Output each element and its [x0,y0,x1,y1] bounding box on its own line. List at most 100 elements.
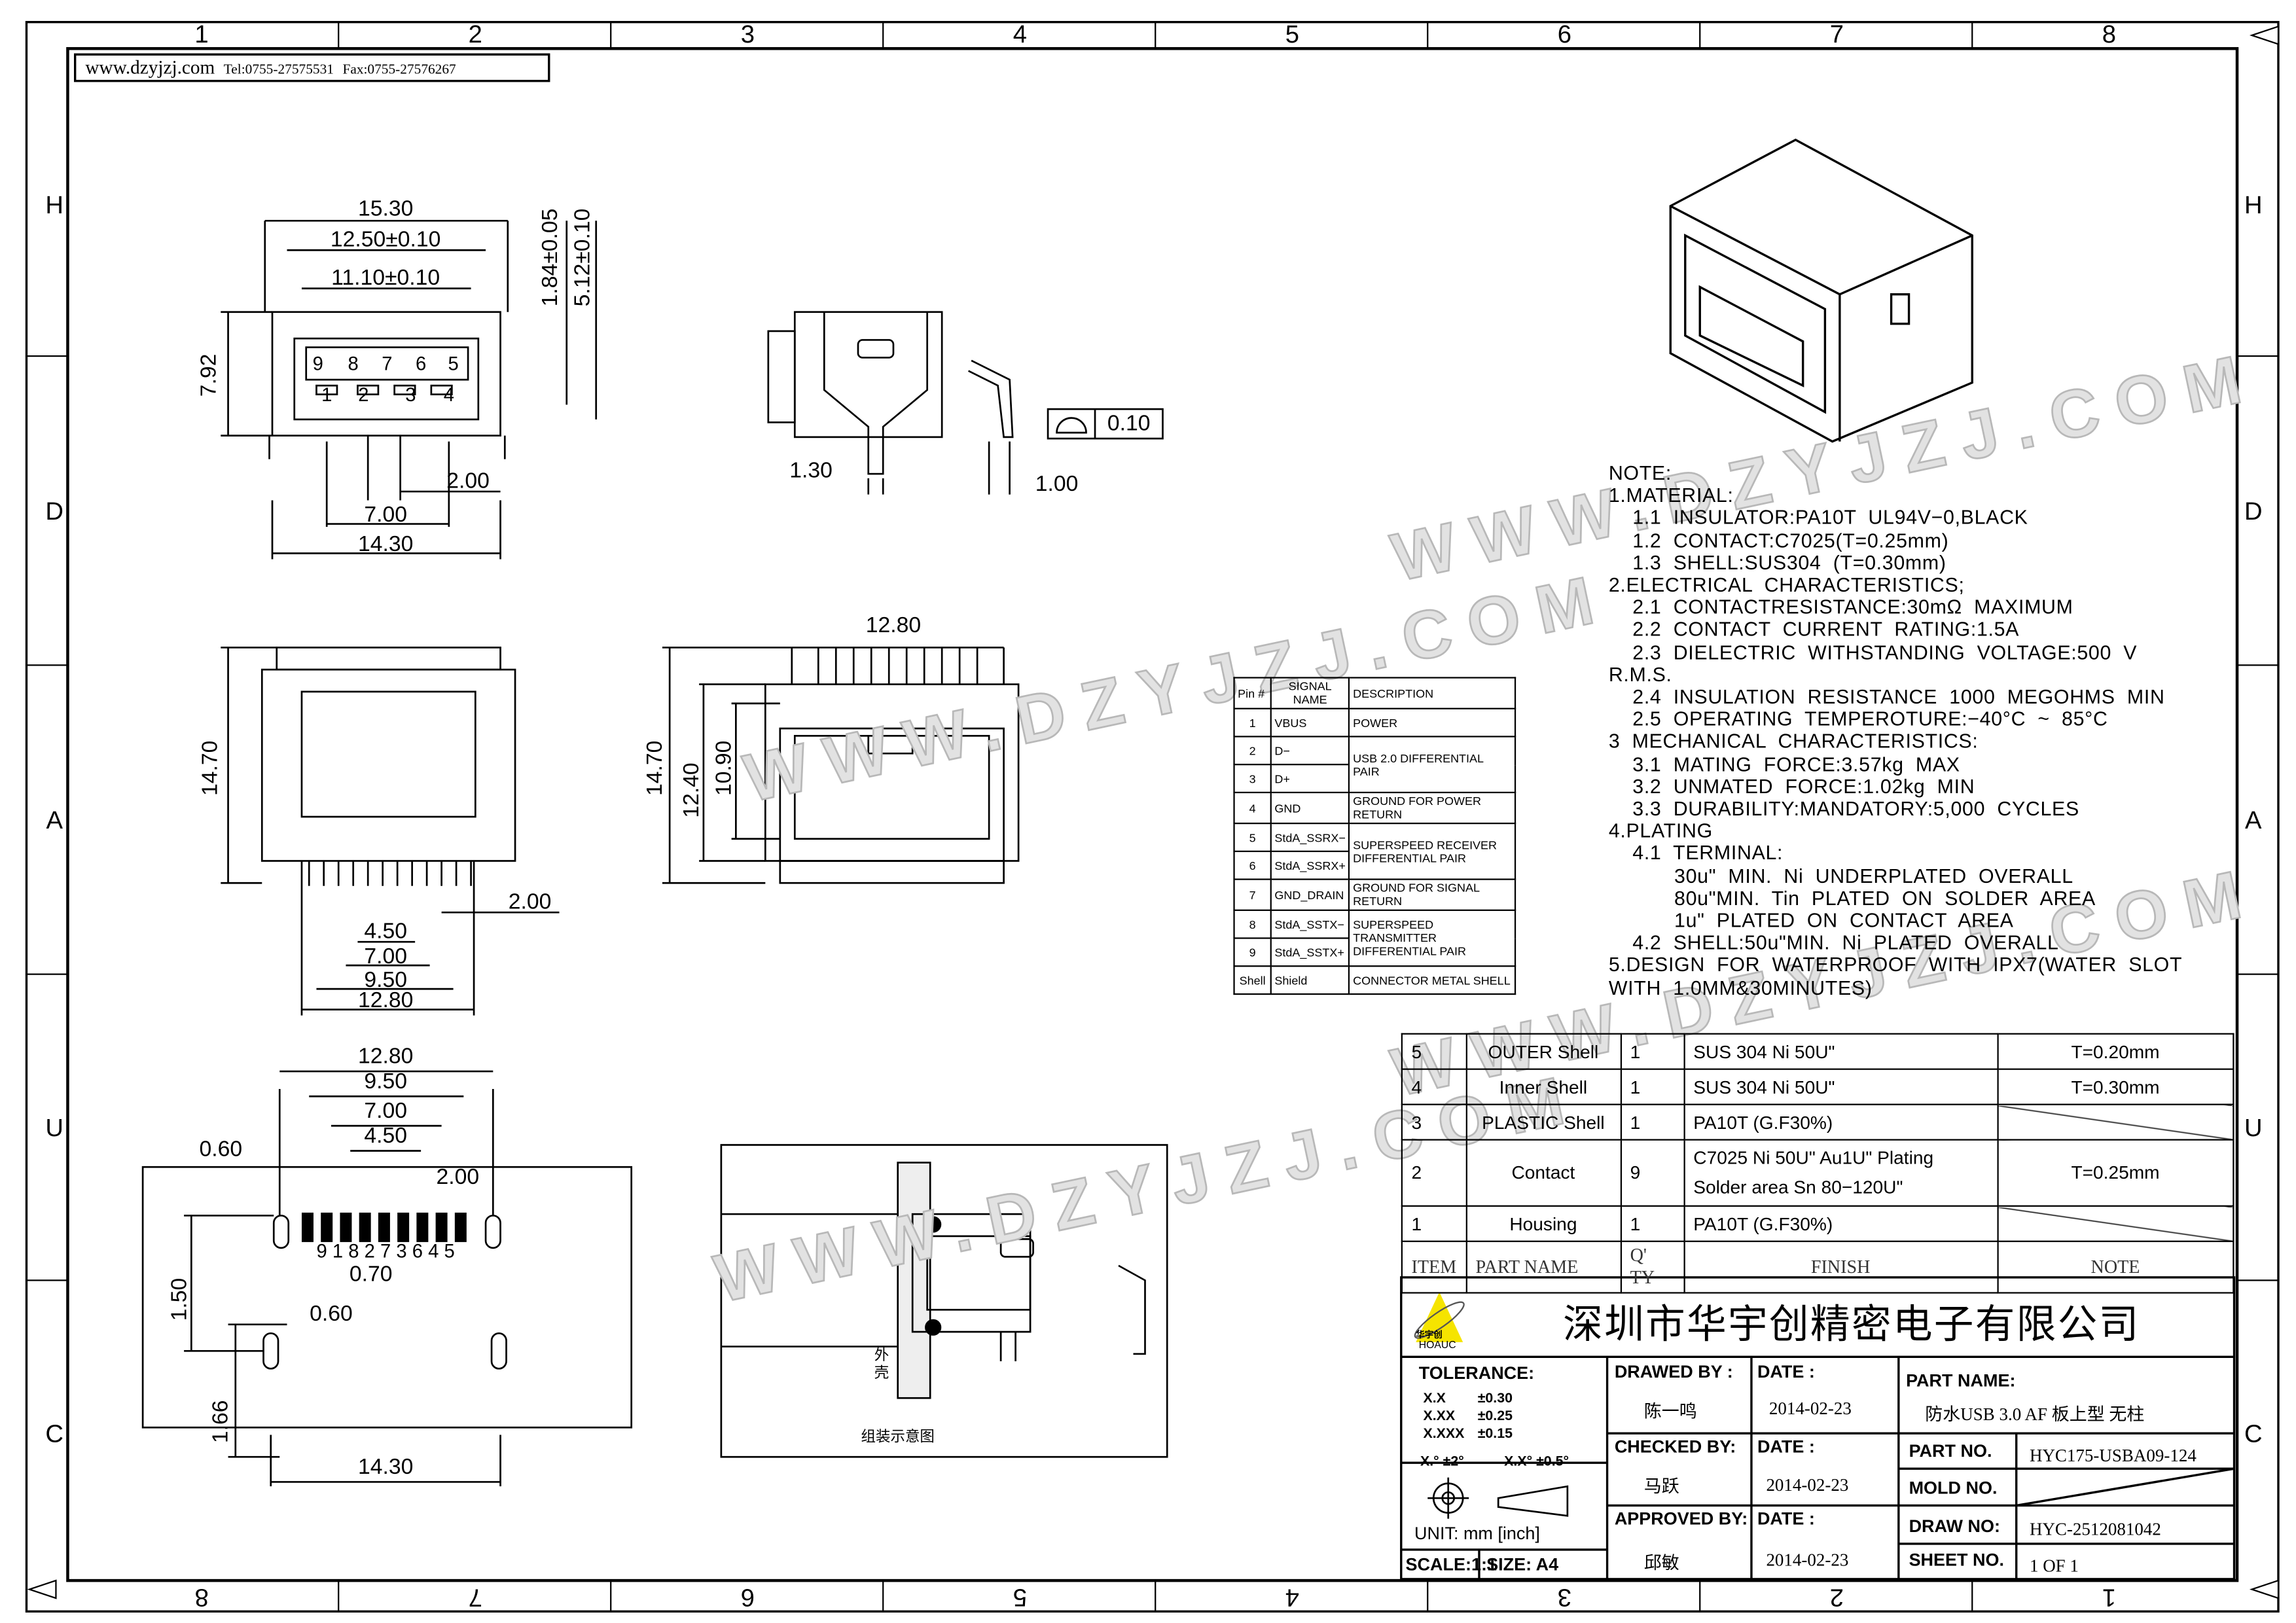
note-line: 3 MECHANICAL CHARACTERISTICS: [1608,730,1979,753]
cell: Shield [1270,965,1350,995]
cell: 1 [1619,1068,1685,1105]
note-line: R.M.S. [1608,663,1672,686]
tol-val: ±0.30 [1477,1391,1513,1407]
cell: GROUND FOR SIGNAL RETURN [1348,878,1516,911]
website-link[interactable]: www.dzyjzj.com [85,56,215,79]
dimension: 12.50±0.10 [330,227,441,253]
note-line: 2.1 CONTACTRESISTANCE:30mΩ MAXIMUM [1608,596,2073,618]
zone-row: H [45,191,64,220]
cell [1996,1205,2234,1242]
rear-view [662,647,1020,884]
cell: 4 [1401,1068,1467,1105]
cell: 3 [1233,764,1272,794]
note-line: 2.3 DIELECTRIC WITHSTANDING VOLTAGE:500 … [1608,641,2138,664]
header-cell: Pin # [1233,677,1272,709]
dimension: 12.80 [865,613,922,638]
cell: StdA_SSRX− [1270,823,1350,852]
projection-symbol [1427,1477,1569,1519]
cell: 9 [1619,1139,1685,1207]
cell: 2 [1233,736,1272,766]
notes: NOTE:1.MATERIAL: 1.1 INSULATOR:PA10T UL9… [1609,462,2182,999]
note-line: 2.ELECTRICAL CHARACTERISTICS; [1608,574,1965,596]
note-line: 4.2 SHELL:50u"MIN. Ni PLATED OVERALL [1608,932,2059,954]
dimension: 1.30 [789,458,833,484]
sheet-no-label: SHEET NO. [1909,1549,2005,1571]
dimension: 11.10±0.10 [331,265,440,291]
cell: StdA_SSRX+ [1270,850,1350,880]
note-line: 3.2 UNMATED FORCE:1.02kg MIN [1608,775,1975,798]
note-line: 5.DESIGN FOR WATERPROOF WITH IPX7(WATER … [1608,954,2183,976]
tol-key: X.XX [1423,1408,1456,1425]
dimension: 7.00 [364,1098,407,1124]
cell: 1 [1619,1103,1685,1141]
cell: T=0.30mm [1996,1068,2234,1105]
note-line: 2.4 INSULATION RESISTANCE 1000 MEGOHMS M… [1608,685,2165,708]
drawed-by-label: DRAWED BY : [1614,1361,1733,1382]
header-contact: www.dzyjzj.com Tel:0755-27575531 Fax:075… [85,56,456,79]
cell: 1 [1619,1205,1685,1242]
dimension: 1.00 [1035,471,1079,497]
part-no-label: PART NO. [1909,1440,1992,1461]
dimension: 7.00 [364,502,407,528]
date-label: DATE : [1757,1508,1815,1529]
zone-col: 2 [468,20,482,49]
dimension: 12.40 [679,762,705,818]
cell: CONNECTOR METAL SHELL [1348,965,1516,995]
zone-col: 4 [1013,20,1027,49]
note-line: NOTE: [1608,462,1672,484]
zone-row: U [45,1114,64,1142]
zone-col: 3 [740,20,755,49]
tol-val: ±0.25 [1477,1408,1513,1425]
pin-number: 5 [448,352,459,375]
approved-by: 邱敏 [1643,1552,1679,1573]
cell: GND [1270,791,1350,825]
cell: 1 [1233,707,1272,738]
front-view [221,219,598,560]
dimension: 1.66 [208,1400,234,1444]
cell: StdA_SSTX+ [1270,937,1350,967]
dimension: 14.30 [357,531,414,558]
flatness-tolerance: 0.10 [1107,411,1151,437]
dimension: 1.84±0.05 [537,208,564,307]
header-cell: ITEM [1401,1240,1467,1294]
cell: T=0.20mm [1996,1033,2234,1070]
note-line: 80u"MIN. Tin PLATED ON SOLDER AREA [1608,887,2096,910]
cell: SUPERSPEED TRANSMITTER DIFFERENTIAL PAIR [1348,909,1516,967]
draw-no: HYC-2512081042 [2029,1518,2161,1540]
dimension: 2.00 [508,889,552,915]
checked-by: 马跃 [1643,1476,1679,1497]
date-label: DATE : [1757,1361,1815,1382]
zone-col: 1 [194,20,209,49]
pcb-pin-numbers: 9 1 8 2 7 3 6 4 5 [316,1240,455,1262]
cell: 4 [1233,791,1272,825]
note-line: 4.PLATING [1608,820,1713,842]
size: SIZE: A4 [1486,1554,1559,1575]
cell: VBUS [1270,707,1350,738]
tol-val: ±0.15 [1477,1425,1513,1442]
dimension: 10.90 [711,740,737,796]
dimension: 14.70 [198,740,223,796]
part-no: HYC175-USBA09-124 [2029,1445,2197,1466]
cell: GND_DRAIN [1270,878,1350,911]
note-line: 3.3 DURABILITY:MANDATORY:5,000 CYCLES [1608,797,2079,820]
assembly-view [720,1144,1168,1458]
assembly-caption: 组装示意图 [861,1429,935,1446]
pin-number: 1 [321,383,332,406]
cell: D+ [1270,764,1350,794]
dimension: 2.00 [436,1164,480,1190]
date: 2014-02-23 [1768,1398,1852,1419]
dimension: 15.30 [357,196,414,222]
cell: GROUND FOR POWER RETURN [1348,791,1516,825]
zone-col: 7 [1829,20,1844,49]
zone-col: 6 [1557,20,1572,49]
